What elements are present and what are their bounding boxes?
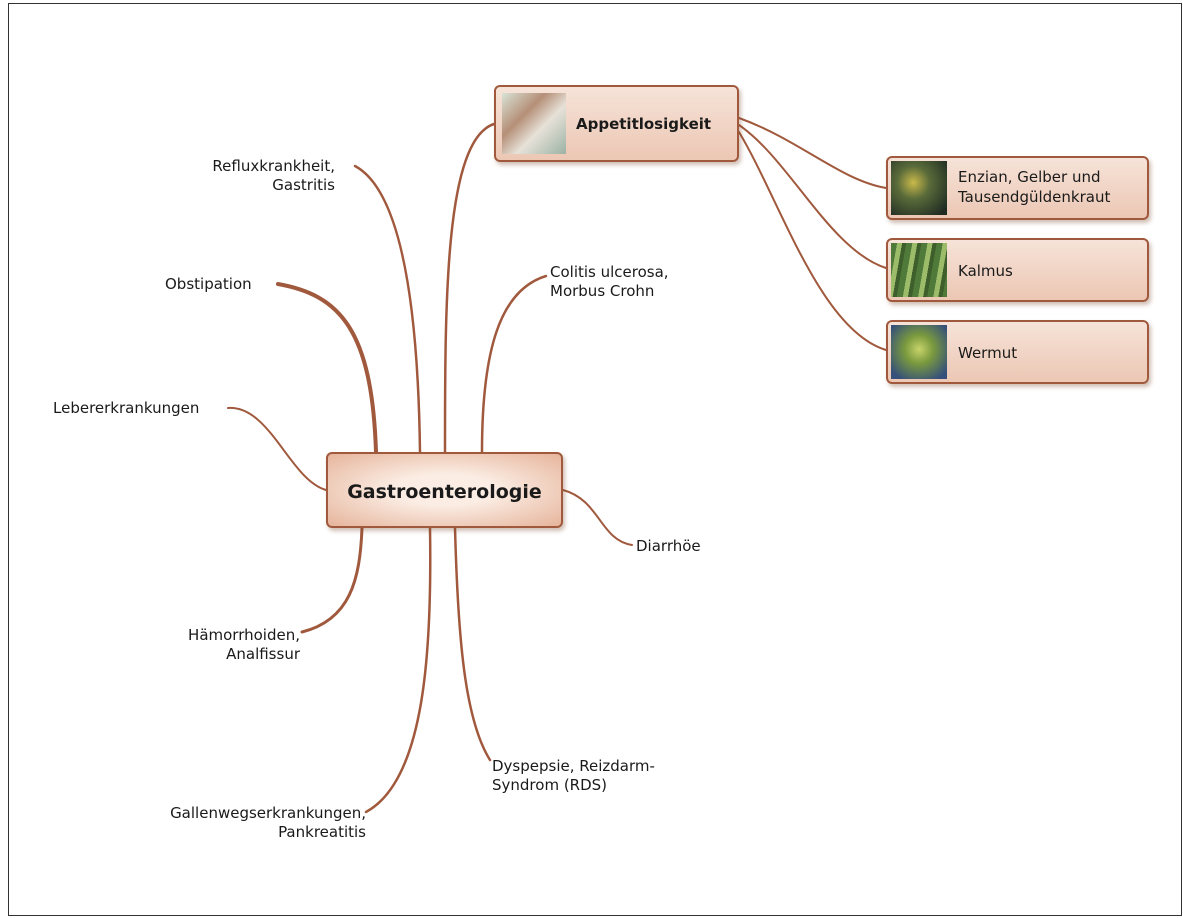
link-herb-kalmus: [738, 124, 887, 269]
link-diarrhoe: [562, 489, 633, 546]
link-herb-wermut: [738, 131, 887, 351]
branch-obstipation: Obstipation: [165, 275, 252, 293]
appetitlosigkeit-label: Appetitlosigkeit: [576, 115, 712, 133]
link-appetit: [443, 122, 496, 454]
herb-label-enzian: Enzian, Gelber und Tausendgüldenkraut: [958, 168, 1111, 206]
kalmus-photo: [891, 243, 947, 297]
enzian-photo: [891, 161, 947, 215]
branch-haemorrhoiden: Hämorrhoiden, Analfissur: [188, 626, 300, 663]
link-reflux: [353, 164, 422, 454]
herb-node-kalmus: Kalmus: [886, 238, 1149, 302]
link-leber: [227, 406, 327, 491]
link-obstipation: [276, 282, 378, 454]
center-node: Gastroenterologie: [326, 452, 563, 528]
herb-label-wermut: Wermut: [958, 344, 1018, 362]
branch-lebererkrankungen: Lebererkrankungen: [53, 399, 200, 417]
link-herb-enzian: [738, 117, 887, 189]
branch-dyspepsie: Dyspepsie, Reizdarm- Syndrom (RDS): [492, 757, 655, 794]
appetitlosigkeit-node: Appetitlosigkeit: [494, 85, 739, 162]
herb-node-wermut: Wermut: [886, 320, 1149, 384]
link-colitis: [480, 274, 548, 454]
branch-gallenwegserkrankungen: Gallenwegserkrankungen, Pankreatitis: [170, 804, 366, 841]
wermut-photo: [891, 325, 947, 379]
appetitlosigkeit-photo: [502, 93, 566, 154]
branch-diarrhoe: Diarrhöe: [636, 537, 701, 555]
herb-label-kalmus: Kalmus: [958, 262, 1013, 280]
herb-node-enzian: Enzian, Gelber und Tausendgüldenkraut: [886, 156, 1149, 220]
link-gallenweg: [364, 526, 432, 814]
branch-colitis: Colitis ulcerosa, Morbus Crohn: [550, 263, 669, 300]
link-dyspepsie: [453, 526, 492, 762]
branch-reflux: Refluxkrankheit, Gastritis: [212, 157, 335, 194]
center-node-label: Gastroenterologie: [347, 481, 542, 503]
link-haemorrhoiden: [300, 526, 364, 634]
